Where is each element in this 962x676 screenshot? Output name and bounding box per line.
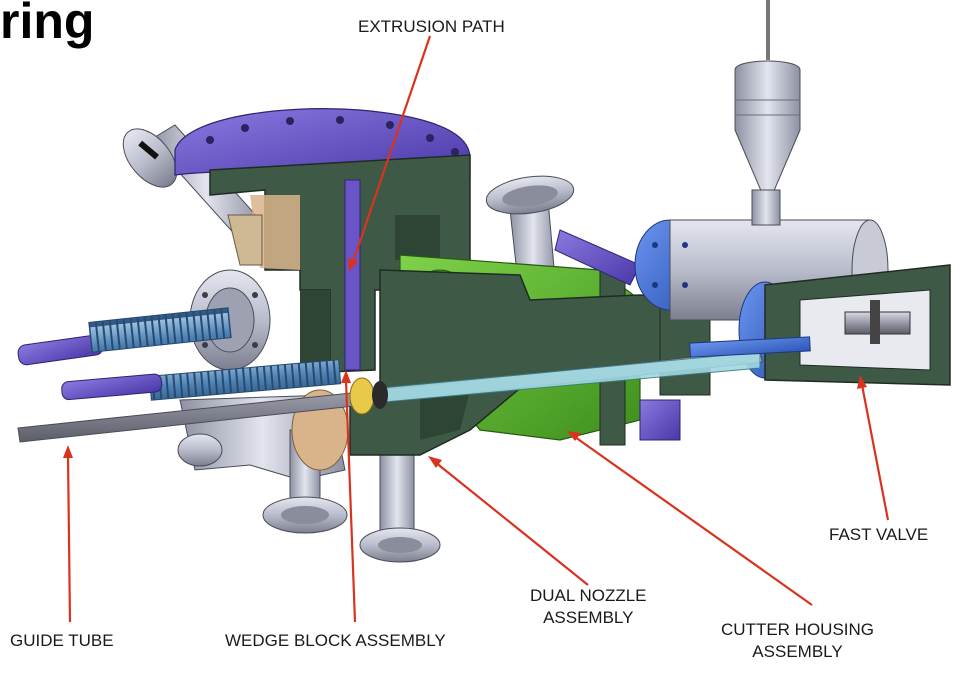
- fast-valve-body: [734, 0, 801, 226]
- tubes-and-bellows: [17, 307, 811, 443]
- arrowhead-guide-tube: [63, 445, 73, 458]
- leader-extrusion-path: [351, 35, 432, 263]
- arrowhead-wedge-block: [341, 370, 351, 383]
- leader-guide-tube: [66, 454, 72, 623]
- arrowhead-dual-nozzle: [428, 456, 442, 468]
- label-fast-valve: FAST VALVE: [829, 525, 929, 544]
- label-extrusion-path: EXTRUSION PATH: [358, 17, 505, 36]
- leader-dual-nozzle: [434, 461, 589, 586]
- label-cutter-housing-line1: CUTTER HOUSING: [721, 620, 874, 639]
- arrowhead-fast-valve: [857, 375, 867, 389]
- leader-lines: [63, 35, 890, 623]
- label-dual-nozzle-line2: ASSEMBLY: [543, 608, 634, 627]
- leader-fast-valve: [860, 384, 890, 521]
- label-cutter-housing-line2: ASSEMBLY: [752, 642, 843, 661]
- right-valve-assembly: [738, 264, 951, 386]
- label-wedge-block: WEDGE BLOCK ASSEMBLY: [225, 631, 446, 650]
- arrowhead-cutter-housing: [567, 431, 581, 441]
- label-dual-nozzle: DUAL NOZZLE ASSEMBLY: [530, 585, 647, 629]
- leader-wedge-block: [344, 379, 357, 623]
- leader-cutter-housing: [574, 436, 813, 606]
- arrowhead-extrusion-path: [348, 258, 358, 272]
- label-dual-nozzle-line1: DUAL NOZZLE: [530, 586, 647, 605]
- title-fragment: ring: [0, 0, 95, 49]
- label-guide-tube: GUIDE TUBE: [10, 631, 114, 650]
- label-cutter-housing: CUTTER HOUSING ASSEMBLY: [721, 619, 874, 663]
